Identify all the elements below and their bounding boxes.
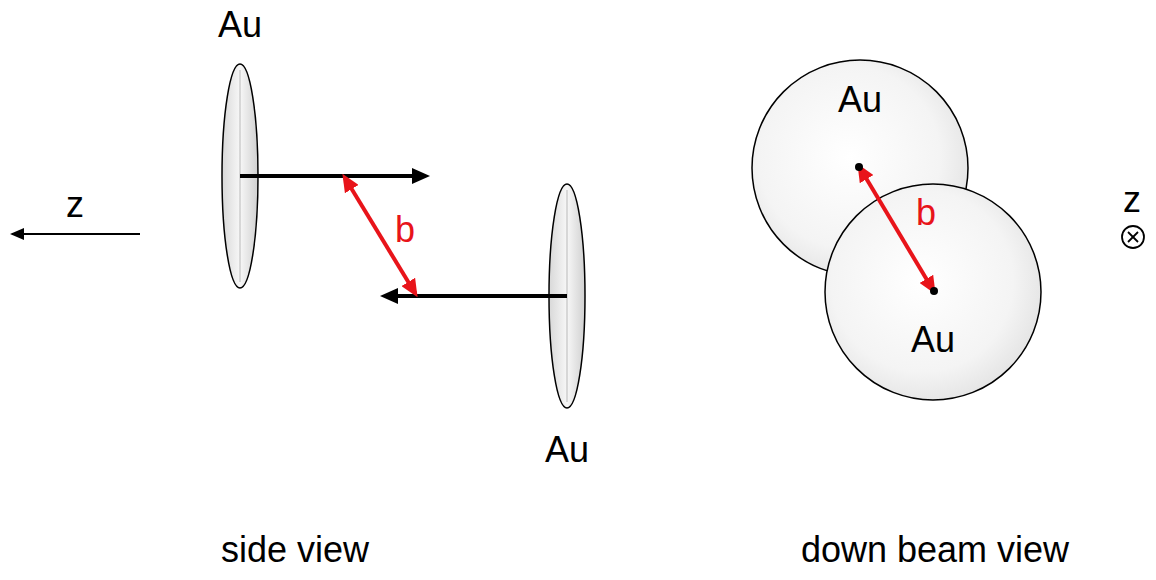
nucleus-disk: Au — [517, 170, 617, 480]
velocity-arrow — [385, 294, 567, 298]
circle-shape — [825, 184, 1041, 400]
disk-shading — [240, 70, 241, 282]
nucleus-disk: Au — [190, 0, 290, 300]
z-axis-arrow — [12, 233, 140, 235]
nucleus-label: Au — [517, 430, 617, 470]
center-dot — [855, 163, 863, 171]
center-dot — [930, 287, 938, 295]
nucleus-label: Au — [190, 5, 290, 45]
panel-caption: down beam view — [801, 530, 1069, 570]
nucleus-label: Au — [825, 320, 1041, 360]
disk-shading — [567, 190, 568, 402]
into-page-circle — [1122, 226, 1144, 248]
panel-caption: side view — [221, 530, 369, 570]
impact-parameter-arrow — [345, 178, 415, 293]
impact-parameter-label: b — [916, 193, 936, 233]
impact-parameter-label: b — [395, 210, 415, 250]
into-page-cross — [1128, 232, 1138, 242]
nucleus-label: Au — [752, 80, 968, 120]
disk-shape — [549, 184, 585, 408]
into-page-cross — [1128, 232, 1138, 242]
into-page-symbol — [1122, 226, 1144, 248]
axis-label: z — [1123, 180, 1141, 220]
node-outline — [190, 0, 290, 300]
velocity-arrow — [240, 174, 425, 178]
axis-label: z — [66, 185, 84, 225]
disk-shape — [222, 64, 258, 288]
